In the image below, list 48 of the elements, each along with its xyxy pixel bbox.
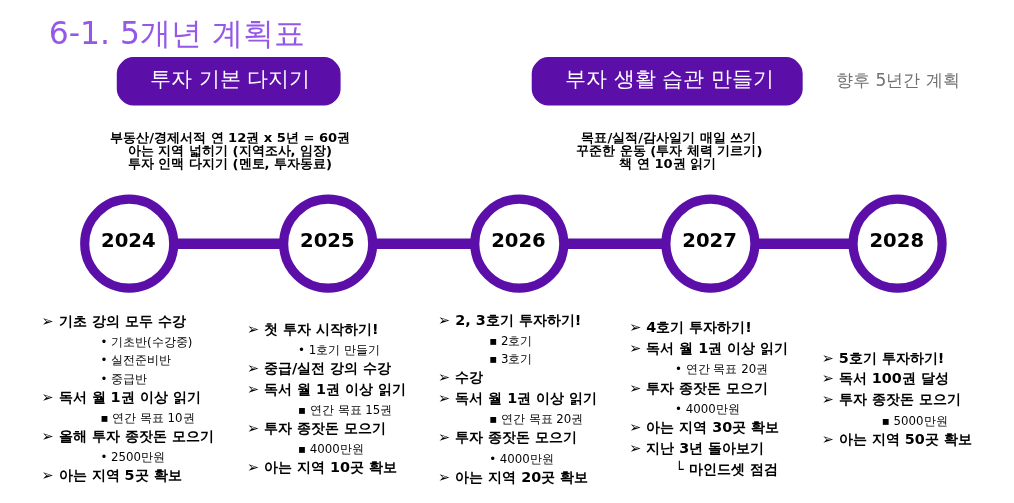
- node-label: ➢ 수강: [437, 369, 483, 386]
- node-label: ▪ 5000만원: [881, 413, 948, 428]
- node-circle: 2024: [79, 194, 178, 293]
- node-label: ➢ 독서 월 1권 이상 읽기: [628, 340, 788, 357]
- node-label: ▪ 2호기: [488, 333, 532, 348]
- node-circle: 2028: [848, 194, 947, 293]
- node-label: ➢ 독서 월 1권 이상 읽기: [41, 388, 201, 405]
- node-label: ➢ 기초 강의 모두 수강: [41, 312, 186, 329]
- node-label: • 중급반: [99, 371, 147, 386]
- node-circle: 2027: [660, 194, 759, 293]
- node-circle: 2025: [278, 194, 377, 293]
- node-label: ▪ 4000만원: [297, 442, 364, 457]
- node-label: ➢ 독서 월 1권 이상 읽기: [246, 380, 406, 397]
- node-label: • 실전준비반: [99, 353, 171, 368]
- node-label: • 2500만원: [99, 450, 165, 465]
- node-label: └ 마인드셋 점검: [674, 460, 778, 477]
- node-label: ➢ 첫 투자 시작하기!: [246, 320, 379, 337]
- node-label: ➢ 아는 지역 50곳 확보: [821, 430, 972, 447]
- node-label: ➢ 투자 종잣돈 모으기: [437, 429, 577, 446]
- node-label: ➢ 투자 종잣돈 모으기: [246, 420, 386, 437]
- label: 향후 5년간 계획: [835, 69, 960, 90]
- node-label: ➢ 아는 지역 10곳 확보: [246, 459, 397, 476]
- node-box: 부자 생활 습관 만들기: [531, 57, 803, 106]
- node-box: 투자 기본 다지기: [116, 57, 341, 106]
- node-label: • 연간 목표 20권: [674, 362, 768, 377]
- diagram-title: 6-1. 5개년 계획표: [48, 14, 305, 51]
- node-label: ▪ 연간 목표 20권: [488, 412, 583, 427]
- node-circle: 2026: [469, 194, 568, 293]
- node-label: ➢ 올해 투자 종잣돈 모으기: [41, 428, 214, 445]
- node-label: • 기초반(수강중): [99, 335, 192, 350]
- node-label: ➢ 4호기 투자하기!: [628, 319, 752, 336]
- node-label: ▪ 연간 목표 15권: [297, 403, 392, 418]
- node-label: ➢ 독서 월 1권 이상 읽기: [437, 390, 597, 407]
- node-label: • 4000만원: [488, 451, 554, 466]
- node-label: ➢ 투자 종잣돈 모으기: [628, 379, 768, 396]
- node-label: ➢ 투자 종잣돈 모으기: [821, 391, 961, 408]
- node-label: ➢ 지난 3년 돌아보기: [628, 439, 764, 456]
- node-label: ➢ 2, 3호기 투자하기!: [437, 311, 581, 328]
- node-label: ▪ 3호기: [488, 352, 532, 367]
- node-label: • 4000만원: [674, 401, 740, 416]
- node-label: ➢ 중급/실전 강의 수강: [246, 359, 391, 376]
- node-label: ➢ 아는 지역 20곳 확보: [437, 468, 588, 485]
- node-label: ▪ 연간 목표 10권: [99, 410, 195, 425]
- node-label: ➢ 아는 지역 5곳 확보: [41, 467, 182, 484]
- node-label: ➢ 독서 100권 달성: [821, 370, 949, 387]
- node-label: ➢ 5호기 투자하기!: [821, 349, 944, 366]
- node-label: • 1호기 만들기: [297, 342, 380, 357]
- node-label: ➢ 아는 지역 30곳 확보: [628, 418, 779, 435]
